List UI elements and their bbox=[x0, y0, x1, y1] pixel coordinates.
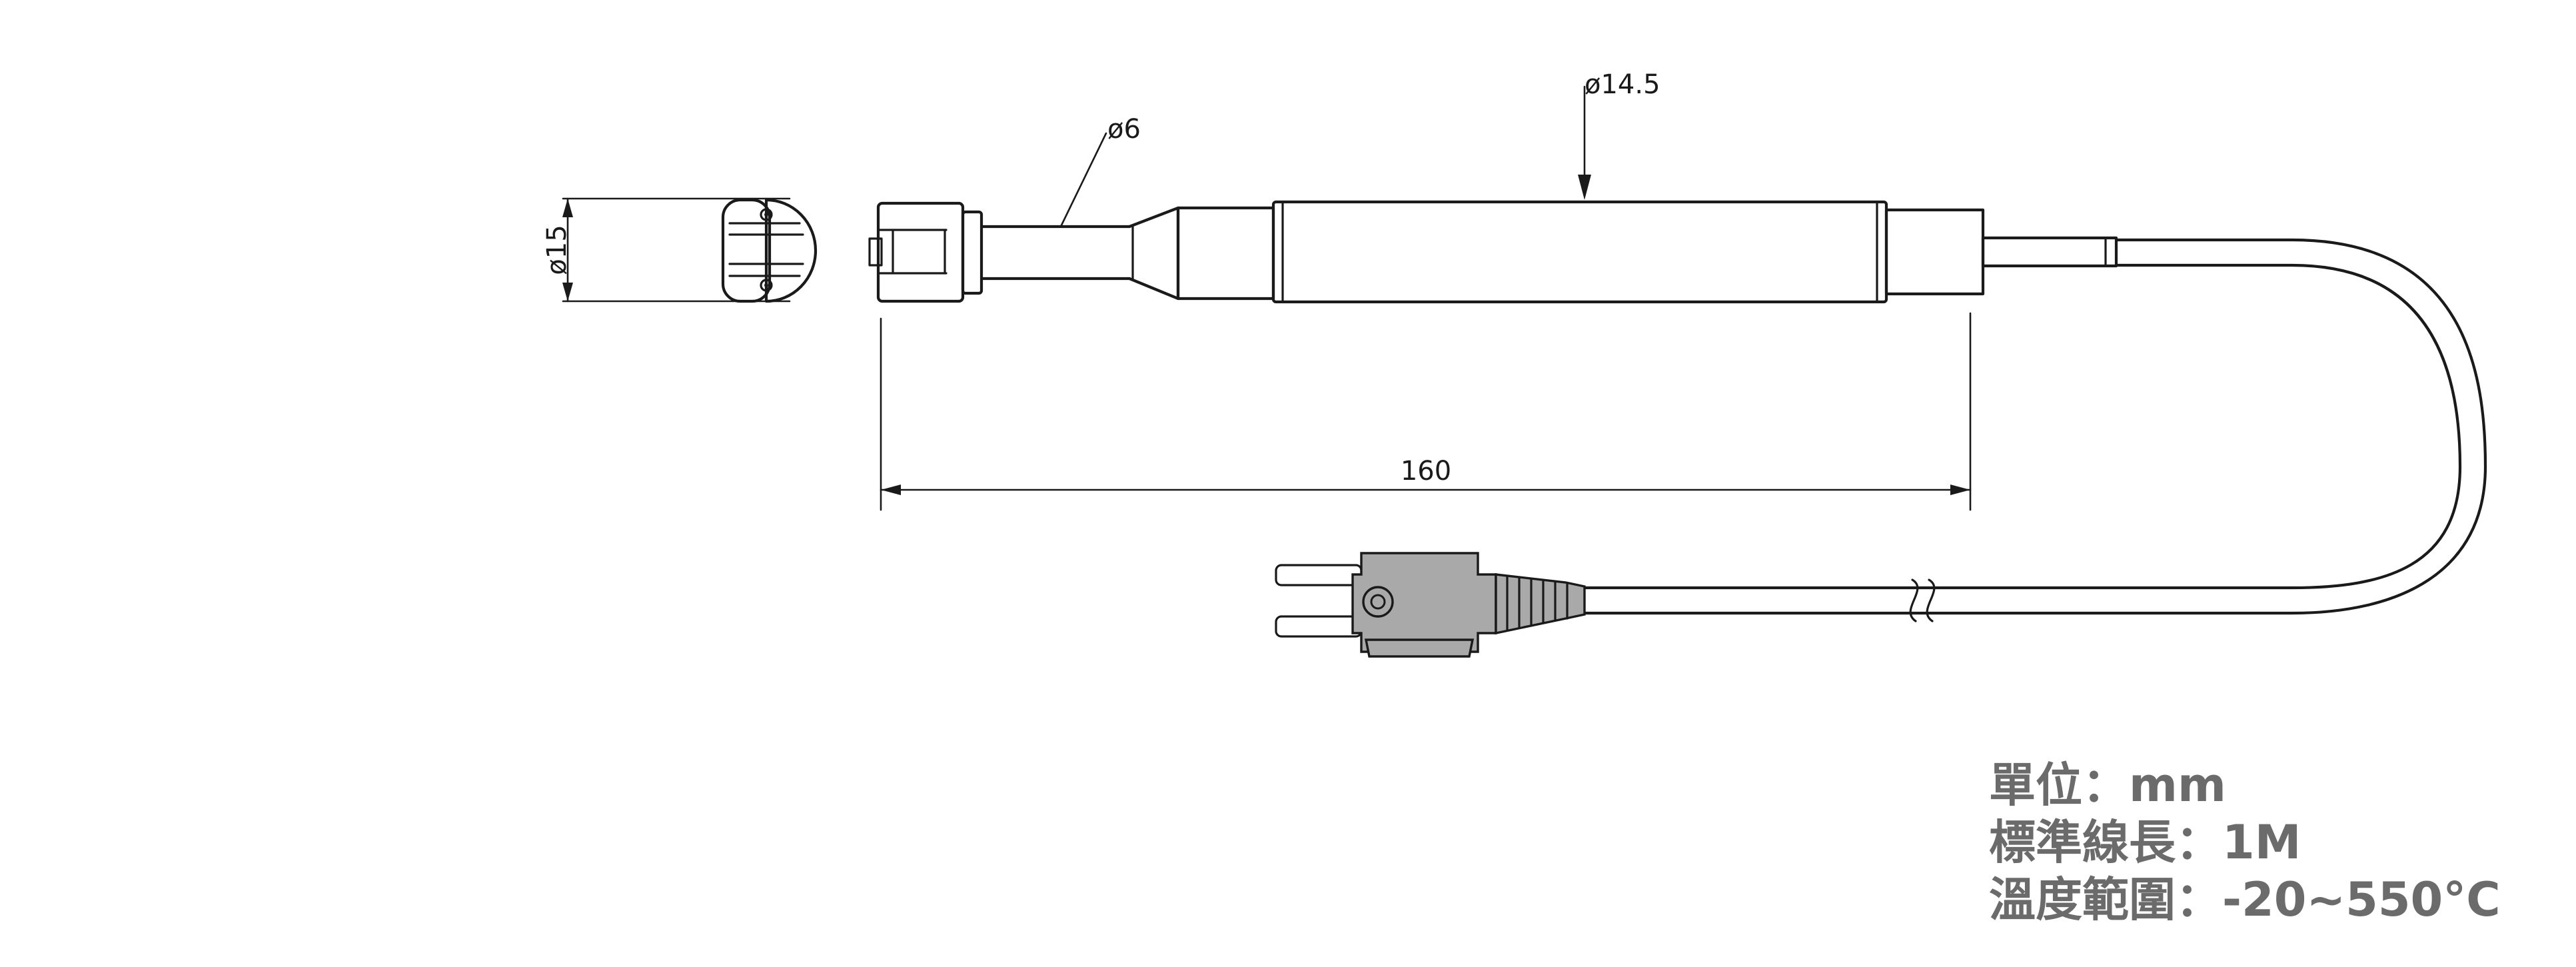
tip-diameter-leader bbox=[1059, 132, 1107, 228]
connector-pin-bottom bbox=[1275, 615, 1363, 638]
front-head-face bbox=[721, 198, 772, 303]
cable-outer bbox=[1910, 238, 2487, 615]
probe-side-view: ø6 ø14.5 160 bbox=[868, 69, 2118, 511]
probe-strain-relief bbox=[1981, 236, 2118, 268]
cable bbox=[1583, 238, 2487, 622]
front-dim-arrow-top bbox=[562, 199, 573, 217]
spec-row-unit: 單位：mm bbox=[1989, 758, 2226, 812]
front-dim-arrow-bottom bbox=[562, 283, 573, 301]
front-head-body bbox=[764, 198, 818, 303]
length-arrow-left bbox=[881, 484, 901, 495]
cable-inner bbox=[1910, 263, 2462, 590]
connector-body bbox=[1351, 552, 1497, 653]
probe-tip-head bbox=[876, 201, 965, 303]
probe-flange bbox=[961, 210, 983, 295]
connector-plug bbox=[1275, 552, 1586, 658]
handle-diameter-label: ø14.5 bbox=[1585, 69, 1660, 100]
spec-notes: 單位：mm 標準線長：1M 溫度範圍：-20~550°C bbox=[1989, 756, 2501, 928]
probe-front-view: ø15 bbox=[542, 197, 818, 303]
cable-break-mark-2 bbox=[1926, 578, 1936, 622]
length-arrow-right bbox=[1950, 484, 1970, 495]
probe-handle bbox=[1271, 200, 1888, 304]
tip-diameter-label: ø6 bbox=[1107, 114, 1141, 145]
spec-row-temperature-range: 溫度範圍：-20~550°C bbox=[1989, 872, 2501, 927]
screw-top-icon bbox=[760, 208, 773, 221]
probe-length-label: 160 bbox=[1401, 456, 1451, 486]
spec-row-cable-length: 標準線長：1M bbox=[1989, 815, 2301, 870]
probe-taper bbox=[1127, 206, 1180, 301]
connector-pin-top bbox=[1275, 564, 1363, 586]
probe-tip-contact bbox=[868, 237, 883, 267]
probe-neck bbox=[1176, 206, 1275, 301]
screw-bottom-icon bbox=[760, 279, 773, 292]
front-diameter-label: ø15 bbox=[542, 225, 572, 275]
probe-rear-sleeve bbox=[1884, 208, 1985, 296]
connector-boot bbox=[1495, 573, 1586, 635]
cable-break-mark-1 bbox=[1909, 578, 1919, 622]
handle-diameter-arrow bbox=[1578, 175, 1591, 200]
